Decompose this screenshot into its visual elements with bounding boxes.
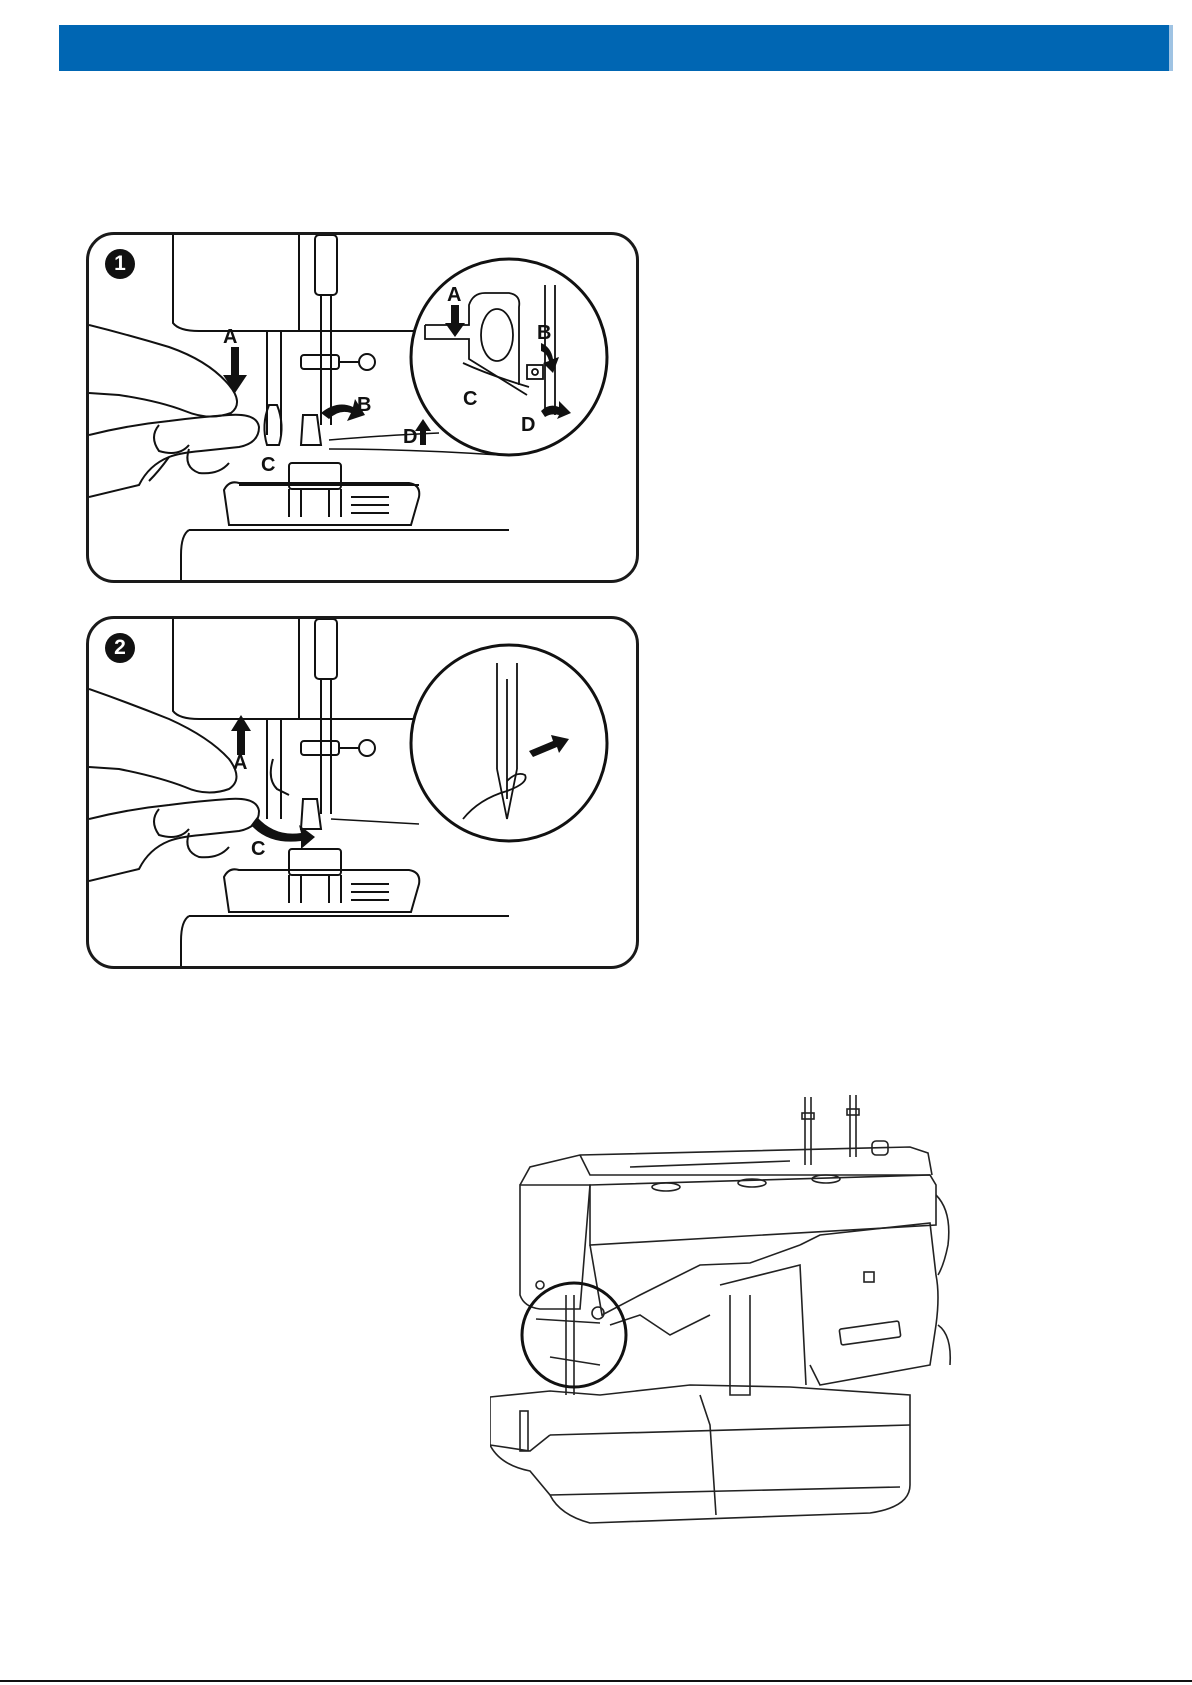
- label-a: A: [233, 752, 247, 774]
- label-b: B: [357, 394, 371, 416]
- step-1-panel: 1: [86, 232, 639, 583]
- step-2-panel: 2: [86, 616, 639, 969]
- step-1-illustration: A B C D A B C D: [89, 235, 636, 580]
- header-bar: [59, 25, 1169, 71]
- step-1-badge: 1: [105, 249, 135, 279]
- up-arrow-icon: [231, 715, 251, 755]
- label-a: A: [223, 326, 237, 348]
- detail-inset-circle: [411, 259, 607, 455]
- step-2-illustration: A C: [89, 619, 636, 966]
- page-bottom-rule: [0, 1680, 1192, 1682]
- inset-label-a: A: [447, 284, 461, 306]
- inset-label-c: C: [463, 388, 477, 410]
- inset-label-d: D: [521, 414, 535, 436]
- step-2-badge: 2: [105, 633, 135, 663]
- sewing-machine-overview: [490, 1095, 970, 1535]
- down-arrow-icon: [223, 347, 247, 393]
- inset-label-b: B: [537, 322, 551, 344]
- label-c: C: [261, 454, 275, 476]
- label-d: D: [403, 426, 417, 448]
- label-c: C: [251, 838, 265, 860]
